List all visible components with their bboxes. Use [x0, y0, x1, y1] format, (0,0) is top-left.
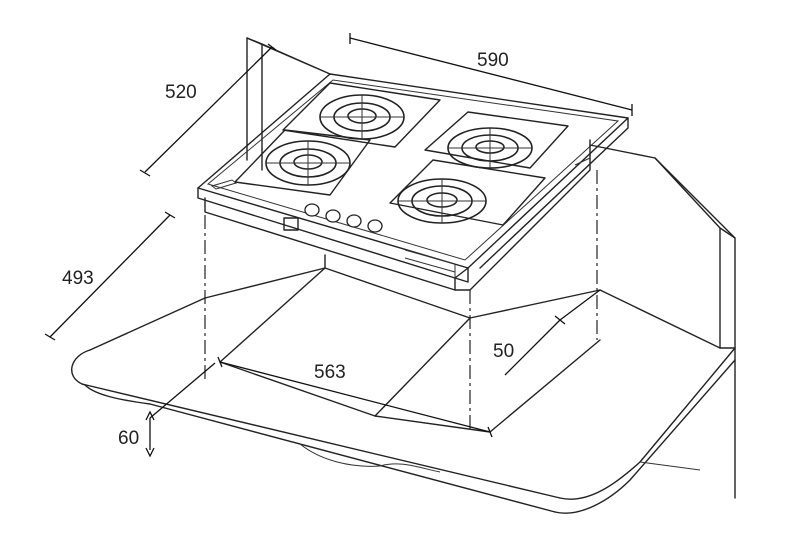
dim-label-60: 60	[118, 428, 139, 449]
knob-3	[346, 214, 362, 228]
hob	[197, 73, 629, 291]
burner-rear-right	[447, 127, 533, 169]
control-knobs	[304, 203, 383, 233]
connector-block	[283, 217, 299, 231]
knob-4	[367, 219, 383, 233]
dim-label-50: 50	[493, 341, 514, 362]
burner-front-right	[397, 178, 487, 224]
dim-label-563: 563	[314, 362, 346, 383]
burner-front-left	[265, 140, 351, 186]
dimension-lines	[44, 33, 633, 458]
burner-rear-left	[319, 94, 405, 140]
dim-label-590: 590	[477, 50, 509, 71]
dim-label-493: 493	[62, 268, 94, 289]
dim-label-520: 520	[165, 82, 197, 103]
knob-1	[304, 203, 320, 217]
worktop	[71, 37, 736, 514]
knob-2	[325, 209, 341, 223]
cutout-outline	[204, 170, 601, 433]
